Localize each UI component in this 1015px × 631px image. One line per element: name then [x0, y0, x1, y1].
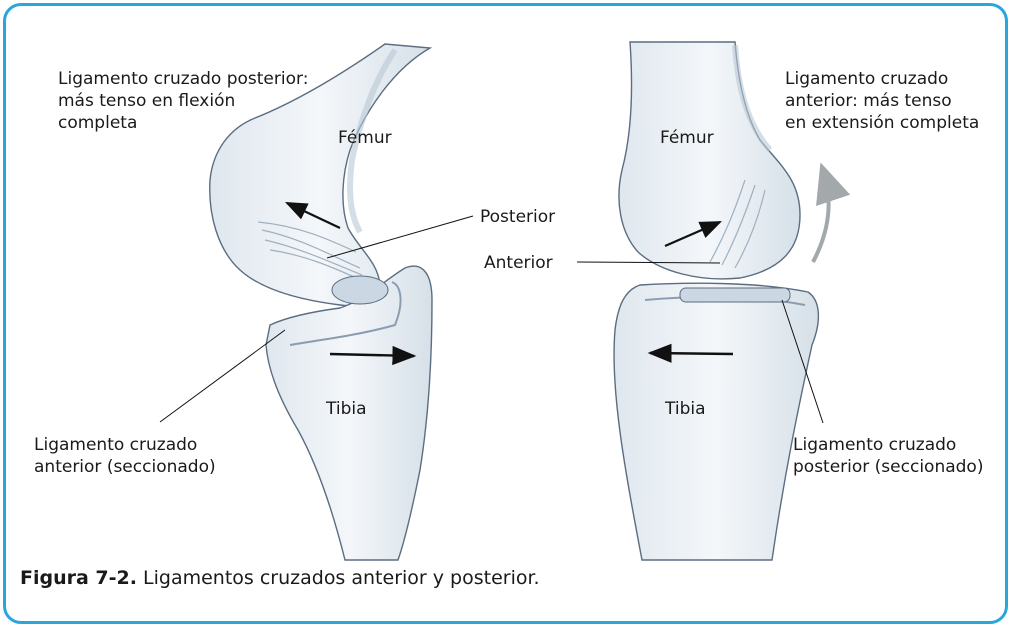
rotation-arrow	[813, 170, 829, 262]
figure-number: Figura 7-2.	[20, 567, 137, 589]
label-acl-extension: Ligamento cruzado anterior: más tenso en…	[785, 68, 979, 134]
label-tibia-right: Tibia	[665, 398, 706, 420]
label-posterior: Posterior	[480, 206, 555, 228]
right-femur-bone	[619, 42, 800, 279]
figure-caption: Figura 7-2. Ligamentos cruzados anterior…	[20, 567, 540, 589]
caption-text: Ligamentos cruzados anterior y posterior…	[143, 567, 540, 589]
label-pcl-flexion: Ligamento cruzado posterior: más tenso e…	[58, 68, 308, 134]
leader-acl-cut	[160, 330, 285, 422]
label-tibia-left: Tibia	[326, 398, 367, 420]
label-femur-right: Fémur	[660, 127, 714, 149]
label-pcl-cut: Ligamento cruzado posterior (seccionado)	[793, 434, 983, 478]
label-anterior: Anterior	[484, 252, 553, 274]
label-acl-cut: Ligamento cruzado anterior (seccionado)	[34, 434, 216, 478]
right-tibia-bone	[614, 283, 818, 560]
right-tibia-arrow	[650, 353, 733, 354]
label-femur-left: Fémur	[338, 127, 392, 149]
